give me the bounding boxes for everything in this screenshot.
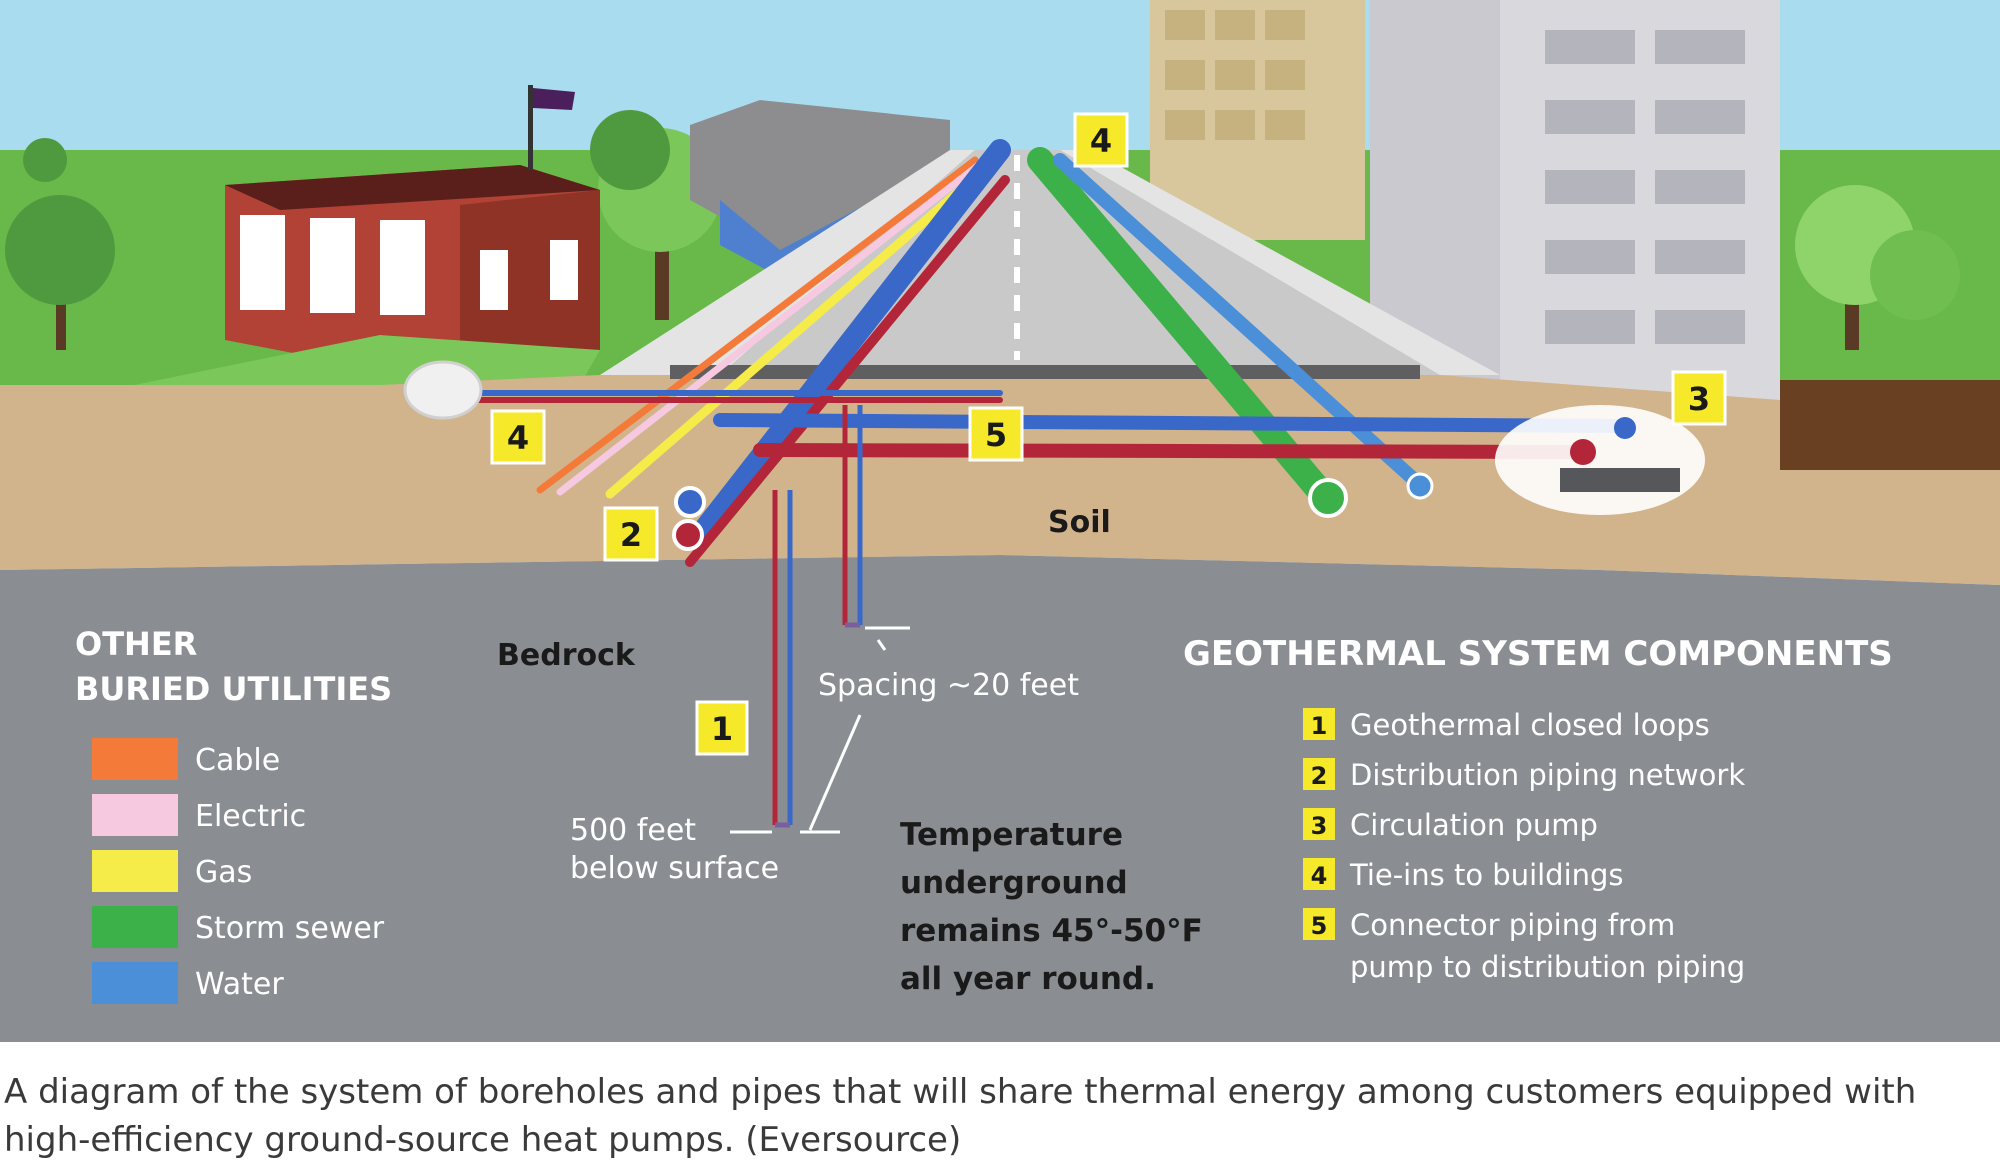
component-badge-1 bbox=[1303, 758, 1335, 790]
tree-right bbox=[1795, 185, 1960, 350]
svg-text:1: 1 bbox=[711, 710, 733, 748]
component-label-4: Connector piping from bbox=[1350, 908, 1675, 942]
temperature-line3: remains 45°-50°F bbox=[900, 913, 1203, 949]
component-number-3: 4 bbox=[1311, 862, 1328, 890]
component-label-3: Tie-ins to buildings bbox=[1349, 858, 1624, 892]
utility-label-2: Gas bbox=[195, 855, 252, 890]
components-legend: GEOTHERMAL SYSTEM COMPONENTS 1 Geothermal… bbox=[1183, 634, 1893, 984]
storm-sewer-end bbox=[1308, 478, 1348, 518]
utility-label-0: Cable bbox=[195, 743, 280, 778]
marker-4-left: 4 bbox=[490, 409, 546, 465]
water-main-end bbox=[1406, 472, 1434, 500]
supply-pipe-end bbox=[672, 519, 704, 551]
connector-pipes bbox=[713, 413, 1632, 459]
figure-caption: A diagram of the system of boreholes and… bbox=[4, 1072, 1917, 1160]
sidewalk-left bbox=[600, 150, 975, 375]
component-label-1: Distribution piping network bbox=[1350, 758, 1745, 792]
components-legend-title: GEOTHERMAL SYSTEM COMPONENTS bbox=[1183, 634, 1893, 674]
utility-swatch-3 bbox=[92, 906, 178, 948]
marker-3: 3 bbox=[1671, 370, 1727, 426]
utility-swatch-0 bbox=[92, 738, 178, 780]
school-building bbox=[225, 85, 600, 385]
tie-in-box bbox=[403, 360, 483, 420]
utilities-legend-title-line2: BURIED UTILITIES bbox=[75, 670, 392, 708]
component-label-4-line2: pump to distribution piping bbox=[1350, 950, 1745, 984]
component-badge-0 bbox=[1303, 708, 1335, 740]
marker-1: 1 bbox=[695, 700, 749, 756]
svg-text:3: 3 bbox=[1688, 380, 1710, 418]
marker-2: 2 bbox=[603, 506, 659, 562]
distribution-pipes bbox=[472, 139, 1011, 567]
component-badge-2 bbox=[1303, 808, 1335, 840]
component-number-4: 5 bbox=[1311, 912, 1328, 940]
depth-label-line1: 500 feet bbox=[570, 813, 696, 848]
utility-label-3: Storm sewer bbox=[195, 911, 385, 946]
sidewalk-right bbox=[1060, 150, 1500, 375]
geothermal-loops bbox=[772, 405, 863, 828]
svg-text:2: 2 bbox=[620, 516, 642, 554]
utility-swatch-4 bbox=[92, 962, 178, 1004]
svg-text:4: 4 bbox=[1090, 122, 1112, 160]
temperature-line2: underground bbox=[900, 865, 1128, 901]
component-label-2: Circulation pump bbox=[1350, 808, 1598, 842]
component-number-0: 1 bbox=[1311, 712, 1328, 740]
temperature-line4: all year round. bbox=[900, 961, 1156, 997]
marker-5: 5 bbox=[968, 406, 1024, 462]
tree-left bbox=[5, 138, 115, 350]
tree-school bbox=[590, 110, 722, 320]
utility-swatch-2 bbox=[92, 850, 178, 892]
spacing-indicator bbox=[730, 626, 910, 834]
depth-label-line2: below surface bbox=[570, 851, 779, 886]
utility-swatch-1 bbox=[92, 794, 178, 836]
return-pipe-end bbox=[674, 486, 706, 518]
component-badge-4 bbox=[1303, 908, 1335, 940]
houses-roof bbox=[690, 100, 950, 250]
road bbox=[720, 150, 1440, 375]
houses-wall bbox=[720, 160, 950, 280]
bedrock-label: Bedrock bbox=[497, 638, 636, 673]
component-number-1: 2 bbox=[1311, 762, 1328, 790]
utilities-legend: OTHER BURIED UTILITIES CableElectricGasS… bbox=[75, 625, 392, 1004]
svg-text:5: 5 bbox=[985, 416, 1007, 454]
circulation-pump bbox=[1495, 405, 1705, 515]
utility-label-4: Water bbox=[195, 967, 284, 1002]
spacing-label: Spacing ~20 feet bbox=[818, 668, 1079, 703]
marker-4-top: 4 bbox=[1073, 112, 1129, 168]
utility-label-1: Electric bbox=[195, 799, 306, 834]
soil-label: Soil bbox=[1048, 505, 1111, 540]
temperature-line1: Temperature bbox=[900, 817, 1123, 853]
svg-text:4: 4 bbox=[507, 419, 529, 457]
utilities-legend-title-line1: OTHER bbox=[75, 625, 197, 663]
component-label-0: Geothermal closed loops bbox=[1350, 708, 1710, 742]
component-number-2: 3 bbox=[1311, 812, 1328, 840]
component-badge-3 bbox=[1303, 858, 1335, 890]
geothermal-network-diagram: Soil Bedrock Spacing ~20 feet 500 feet b… bbox=[0, 0, 2000, 1042]
bedrock-layer bbox=[0, 555, 2000, 1042]
